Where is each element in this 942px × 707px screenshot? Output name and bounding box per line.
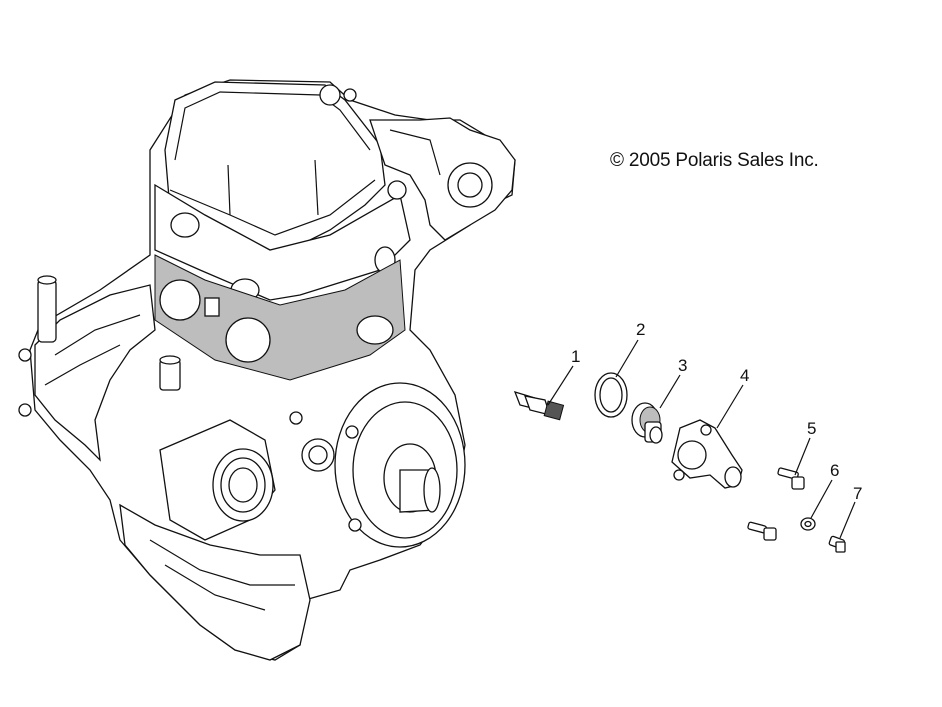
engine-assembly	[18, 79, 516, 661]
callout-6: 6	[830, 461, 839, 480]
callout-leaders	[547, 339, 856, 539]
part-4-thermostat-housing	[671, 419, 743, 489]
callout-7: 7	[853, 484, 862, 503]
part-6-washer	[800, 517, 816, 531]
part-3-thermostat	[631, 402, 663, 444]
part-1-temperature-sensor	[513, 390, 565, 421]
part-2-o-ring	[594, 372, 628, 418]
callout-2: 2	[636, 320, 645, 339]
callout-5: 5	[807, 419, 816, 438]
part-7-bolt	[828, 535, 846, 553]
copyright-notice: © 2005 Polaris Sales Inc.	[610, 150, 819, 171]
callout-4: 4	[740, 366, 749, 385]
callout-3: 3	[678, 356, 687, 375]
part-bolt-lower	[747, 521, 777, 541]
callout-1: 1	[571, 347, 580, 366]
part-5-bolt	[777, 467, 805, 490]
